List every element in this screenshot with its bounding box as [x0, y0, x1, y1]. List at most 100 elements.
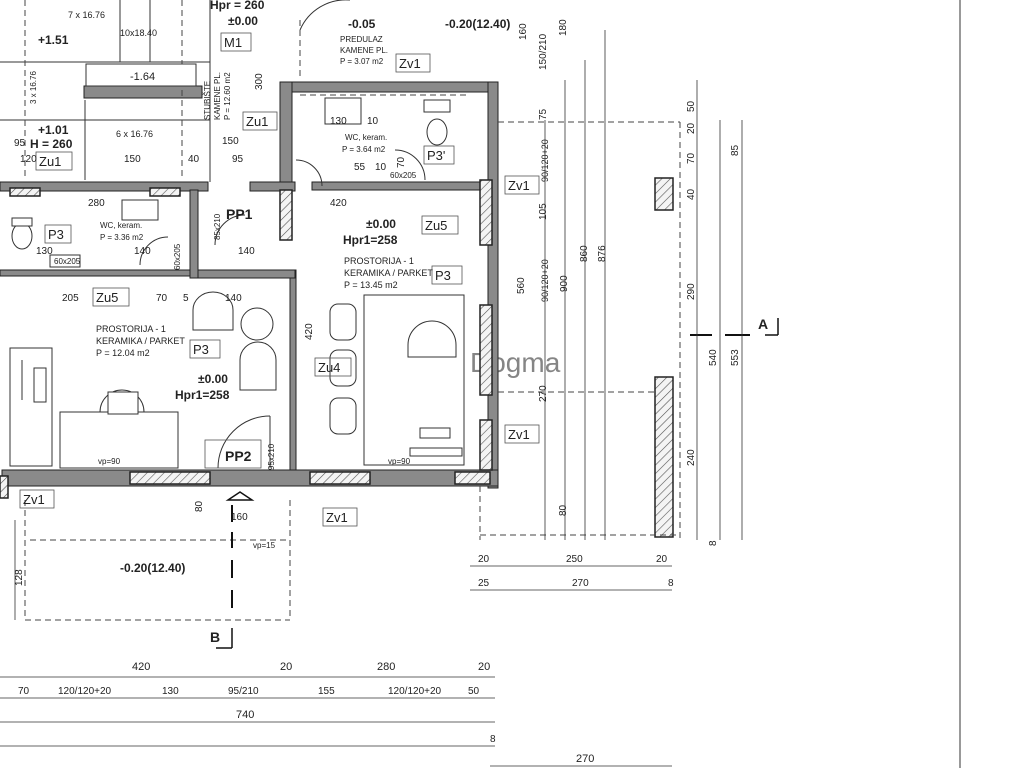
dim-70-b: 70	[396, 156, 407, 168]
dim-bottom-95: 95/210	[228, 686, 259, 697]
room1-finish: KERAMIKA / PARKET	[96, 336, 185, 346]
dim-bottom-740: 740	[236, 709, 254, 721]
dim-80: 80	[194, 500, 205, 512]
dim-95-a: 95	[232, 154, 244, 165]
stairs-finish: KAMENE PL.	[213, 72, 222, 120]
tag-p3-a: P3	[48, 227, 64, 242]
level-minus020-top: -0.20(12.40)	[445, 17, 510, 31]
dim-95x210: 95x210	[267, 443, 276, 470]
windows	[0, 177, 674, 538]
level-minus005: -0.05	[348, 17, 376, 31]
dim-130-b: 130	[330, 116, 347, 127]
dim-540: 540	[708, 349, 719, 366]
dim-bottom-20-b: 20	[478, 661, 490, 673]
dim-bottom-50: 50	[468, 686, 480, 697]
dim-50-side: 50	[686, 100, 697, 112]
room2-name: PROSTORIJA - 1	[344, 256, 414, 266]
level-plus101: +1.01	[38, 123, 69, 137]
dim-bottom-155: 155	[318, 686, 335, 697]
dim-900: 900	[559, 275, 570, 292]
dim-130-a: 130	[36, 246, 53, 257]
dim-70-side: 70	[686, 152, 697, 164]
furniture	[9, 0, 465, 469]
dim-140-c: 140	[238, 246, 255, 257]
vp15: vp=15	[253, 541, 276, 550]
level-h260: H = 260	[30, 137, 73, 151]
dim-560: 560	[516, 277, 527, 294]
dim-300: 300	[254, 73, 265, 90]
level-minus020-bottom: -0.20(12.40)	[120, 561, 185, 575]
tag-p3-c: P3	[193, 342, 209, 357]
dim-5: 5	[183, 293, 189, 304]
walls	[0, 81, 499, 489]
wc-right-name: WC, keram.	[345, 133, 387, 142]
dim-85x210: 85x210	[213, 213, 222, 240]
dim-bottom-8: 8	[490, 734, 496, 745]
stairs-area: P = 12.60 m2	[223, 72, 232, 120]
dim-60x205-c: 60x205	[390, 171, 417, 180]
dim-553: 553	[730, 349, 741, 366]
hall-area: P = 3.07 m2	[340, 57, 384, 66]
dim-bottom-280: 280	[377, 661, 395, 673]
dim-290: 290	[686, 283, 697, 300]
dim-55: 55	[354, 162, 366, 173]
tag-m1: M1	[224, 35, 242, 50]
wc-left-area: P = 3.36 m2	[100, 233, 144, 242]
dim-bottom-20-a: 20	[280, 661, 292, 673]
tag-boxes	[19, 32, 540, 527]
dim-860: 860	[579, 245, 590, 262]
dim-150-b: 150	[124, 154, 141, 165]
dim-128: 128	[14, 569, 25, 586]
level-pm000-top: ±0.00	[228, 14, 258, 28]
dim-60x205-b: 60x205	[173, 243, 182, 270]
stairs-name: STUBIŠTE	[203, 81, 212, 120]
tag-zu1-a: Zu1	[246, 114, 268, 129]
dim-140-a: 140	[225, 293, 242, 304]
dim-10-b: 10	[375, 162, 387, 173]
dim-85: 85	[730, 144, 741, 156]
section-a-label: A	[758, 316, 768, 332]
dim-150-a: 150	[222, 136, 239, 147]
dim-95-b: 95	[14, 138, 26, 149]
dim-70: 70	[156, 293, 168, 304]
hall-finish: KAMENE PL.	[340, 46, 388, 55]
section-b-label: B	[210, 629, 220, 645]
room1-name: PROSTORIJA - 1	[96, 324, 166, 334]
dim-stair-4: 3 x 16.76	[29, 71, 38, 104]
dim-bottom-130: 130	[162, 686, 179, 697]
room1-level: ±0.00	[198, 372, 228, 386]
room2-area: P = 13.45 m2	[344, 280, 398, 290]
dim-right-270: 270	[572, 578, 589, 589]
dimension-lines	[0, 30, 743, 767]
tag-pp1: PP1	[226, 206, 253, 222]
dim-bottom-70: 70	[18, 686, 30, 697]
level-hpr260: Hpr = 260	[210, 0, 265, 12]
dim-120: 120	[20, 154, 37, 165]
vp90-left: vp=90	[98, 457, 121, 466]
dim-right-20-b: 20	[656, 554, 668, 565]
dim-75: 75	[538, 108, 549, 120]
dim-140-b: 140	[134, 246, 151, 257]
tag-zv1-e: Zv1	[326, 510, 348, 525]
dim-right-20-a: 20	[478, 554, 490, 565]
tag-zu5-b: Zu5	[96, 290, 118, 305]
dim-bottom-120-b: 120/120+20	[388, 686, 442, 697]
dim-bottom-270: 270	[576, 753, 594, 765]
tag-zv1-b: Zv1	[508, 178, 530, 193]
section-line-a: A	[690, 316, 779, 336]
dim-20-side: 20	[686, 122, 697, 134]
vp90-right: vp=90	[388, 457, 411, 466]
dim-bottom-420: 420	[132, 661, 150, 673]
dim-stair-1: 7 x 16.76	[68, 10, 105, 20]
room1-height: Hpr1=258	[175, 388, 230, 402]
dim-160-right: 160	[518, 23, 529, 40]
dim-90-120-b: 90/120+20	[540, 259, 550, 302]
dim-150-210: 150/210	[538, 33, 549, 70]
dim-8-side: 8	[708, 540, 719, 546]
dim-205: 205	[62, 293, 79, 304]
hall-name: PREDULAZ	[340, 35, 383, 44]
dim-right-250: 250	[566, 554, 583, 565]
tag-p3-prime: P3'	[427, 148, 445, 163]
dim-160: 160	[231, 512, 248, 523]
tag-zu5-a: Zu5	[425, 218, 447, 233]
